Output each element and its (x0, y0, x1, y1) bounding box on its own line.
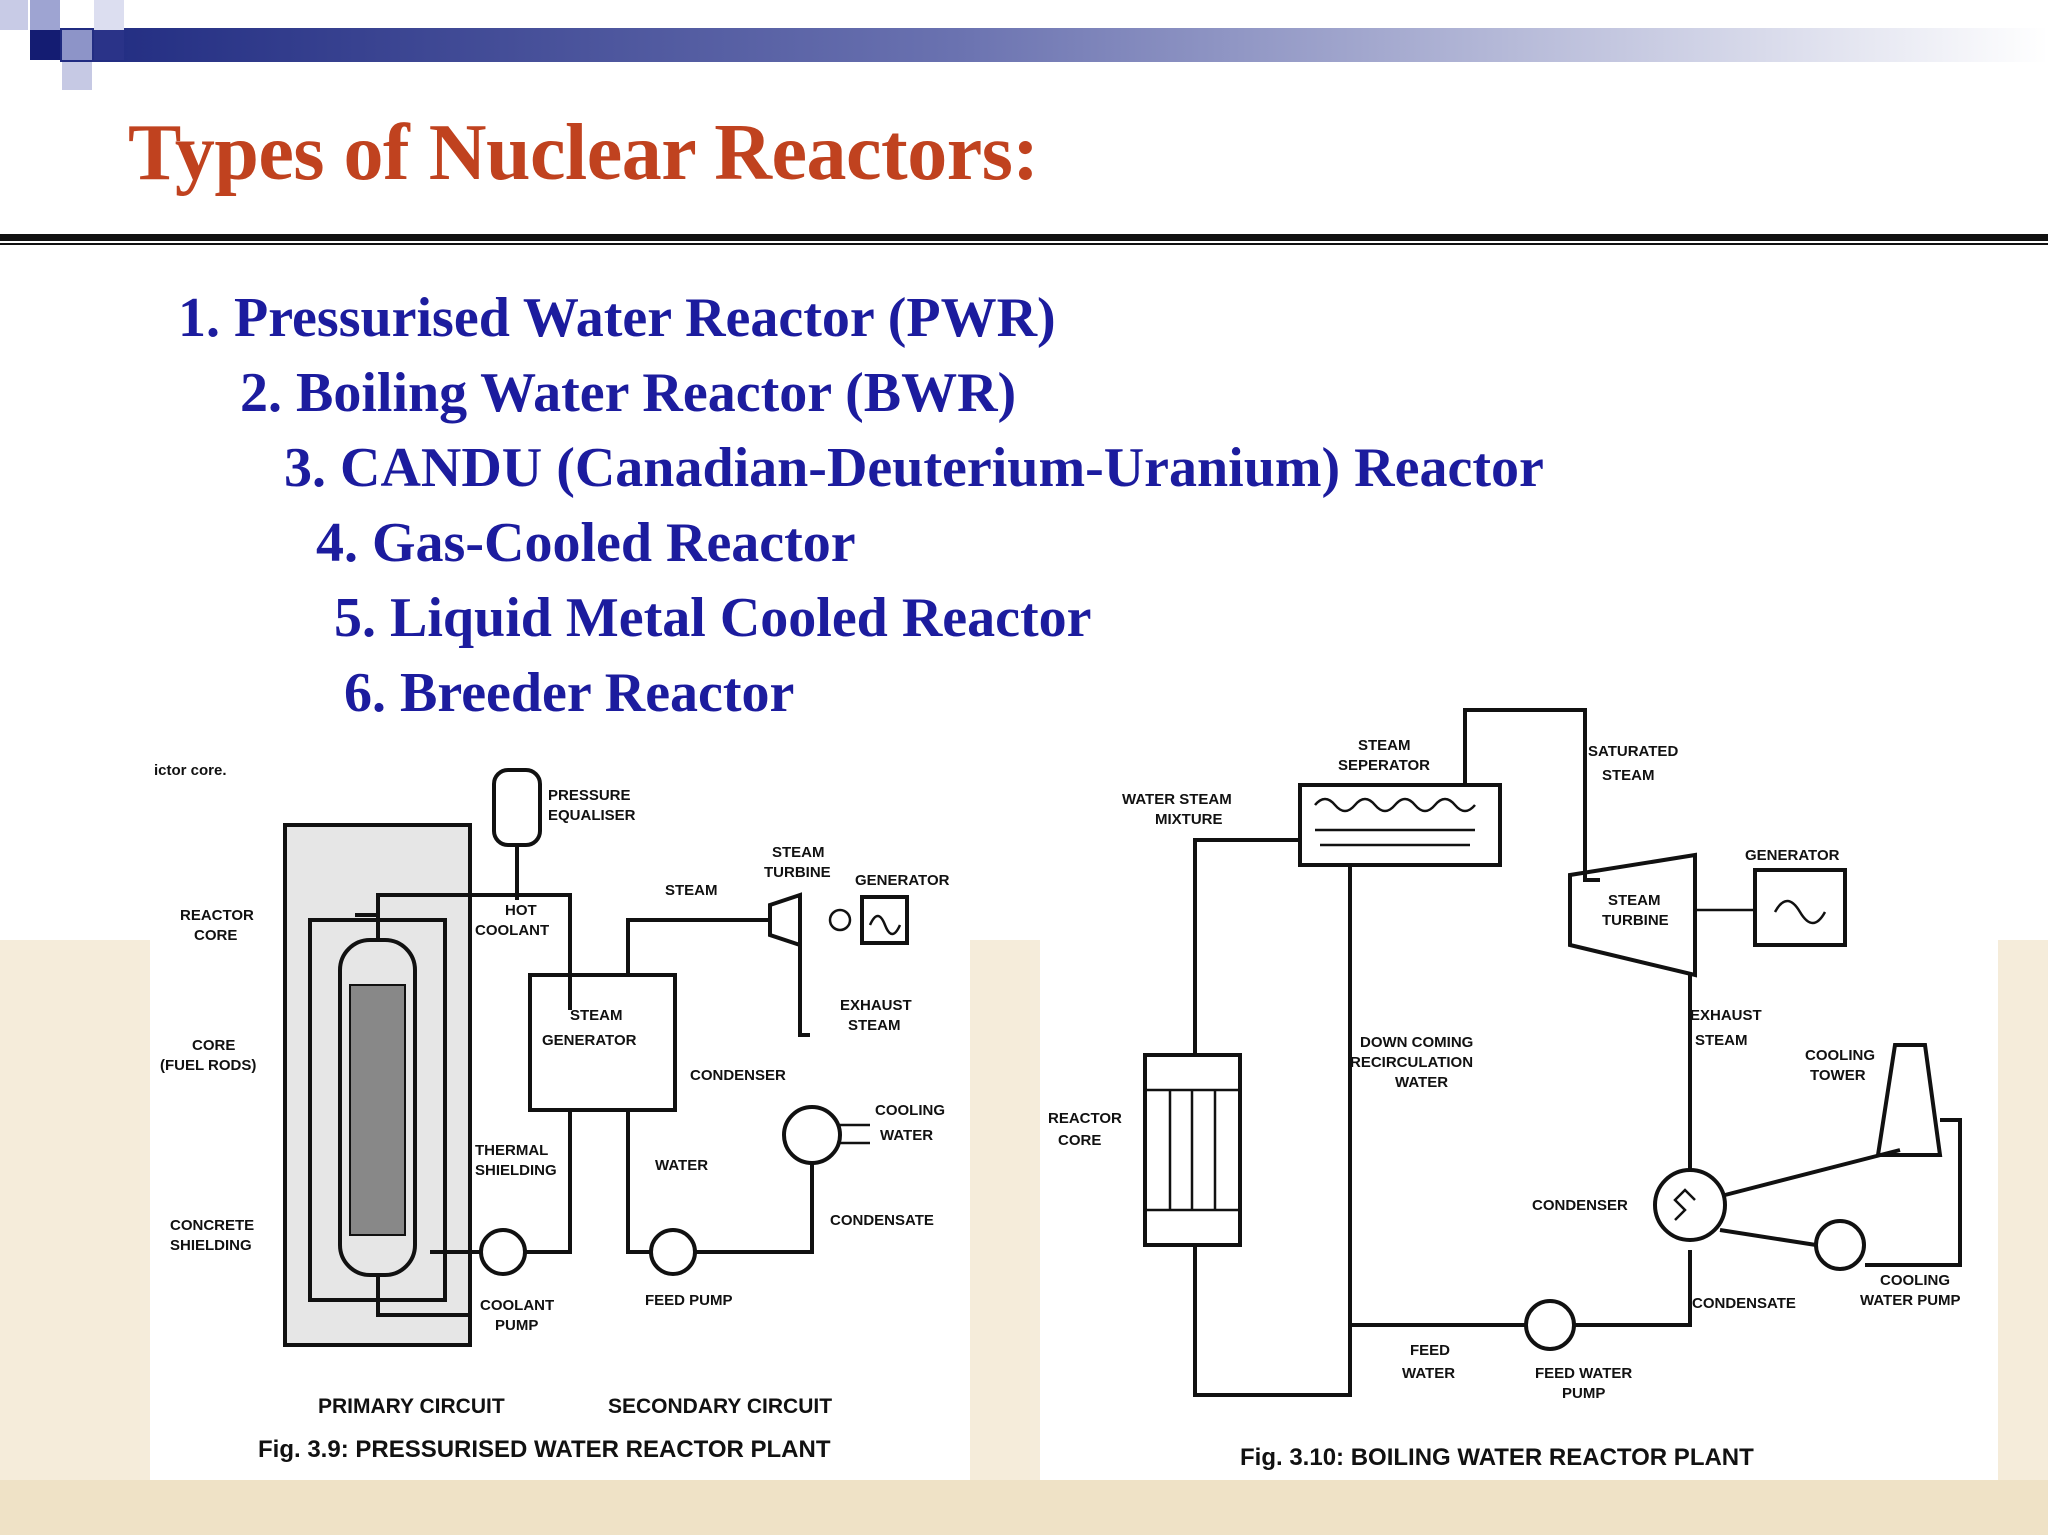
saturated-label: SATURATED (1588, 743, 1678, 760)
thermal-label: SHIELDING (475, 1162, 557, 1179)
list-item: 1. Pressurised Water Reactor (PWR) (178, 287, 1056, 349)
turbine-label: STEAM (772, 844, 825, 861)
core-label: CORE (192, 1037, 235, 1054)
fragment-text: ictor core. (154, 762, 227, 779)
generator-label: GENERATOR (855, 872, 950, 889)
feed-water-label: WATER (1402, 1365, 1455, 1382)
secondary-circuit-label: SECONDARY CIRCUIT (608, 1395, 832, 1418)
steam-generator-label: STEAM (570, 1007, 623, 1024)
background-bottom-band (0, 1480, 2048, 1535)
cooling-water-label: WATER (880, 1127, 933, 1144)
coolant-pump-label: PUMP (495, 1317, 538, 1334)
primary-circuit-label: PRIMARY CIRCUIT (318, 1395, 505, 1418)
cooling-water-label: COOLING (875, 1102, 945, 1119)
list-item: 5. Liquid Metal Cooled Reactor (334, 587, 1092, 649)
pwr-diagram: ictor core. PRESSURE EQUALISER REACTOR C… (150, 745, 970, 1480)
slide-title: Types of Nuclear Reactors: (128, 109, 1039, 197)
list-item: 2. Boiling Water Reactor (BWR) (240, 362, 1017, 424)
hot-coolant-label: COOLANT (475, 922, 549, 939)
water-label: WATER (655, 1157, 708, 1174)
exhaust-label: EXHAUST (1690, 1007, 1762, 1024)
condenser-label: CONDENSER (690, 1067, 786, 1084)
feed-pump-label: PUMP (1562, 1385, 1605, 1402)
hot-coolant-label: HOT (505, 902, 537, 919)
pressure-label: PRESSURE (548, 787, 631, 804)
water-steam-label: MIXTURE (1155, 811, 1223, 828)
cooling-pump-label: COOLING (1880, 1272, 1950, 1289)
title-rule-thin (0, 243, 2048, 245)
steam-label: STEAM (665, 882, 718, 899)
condenser-label: CONDENSER (1532, 1197, 1628, 1214)
feed-water-label: FEED (1410, 1342, 1450, 1359)
down-coming-label: DOWN COMING (1360, 1034, 1473, 1051)
condensate-label: CONDENSATE (1692, 1295, 1796, 1312)
down-coming-label: RECIRCULATION (1350, 1054, 1473, 1071)
separator-label: STEAM (1358, 737, 1411, 754)
reactor-core-label: REACTOR (180, 907, 254, 924)
turbine-label: TURBINE (764, 864, 831, 881)
title-rule (0, 234, 2048, 241)
thermal-label: THERMAL (475, 1142, 548, 1159)
core-label: (FUEL RODS) (160, 1057, 256, 1074)
reactor-core-label: CORE (1058, 1132, 1101, 1149)
steam-generator-label: GENERATOR (542, 1032, 637, 1049)
cooling-tower-label: COOLING (1805, 1047, 1875, 1064)
saturated-label: STEAM (1602, 767, 1655, 784)
reactor-core-label: REACTOR (1048, 1110, 1122, 1127)
reactor-core-label: CORE (194, 927, 237, 944)
header-banner (0, 0, 2048, 90)
exhaust-label: STEAM (848, 1017, 901, 1034)
bwr-diagram: STEAM SEPERATOR SATURATED STEAM WATER ST… (1040, 690, 1998, 1480)
bwr-caption: Fig. 3.10: BOILING WATER REACTOR PLANT (1240, 1444, 1754, 1471)
turbine-label: TURBINE (1602, 912, 1669, 929)
coolant-pump-label: COOLANT (480, 1297, 554, 1314)
separator-label: SEPERATOR (1338, 757, 1430, 774)
concrete-label: SHIELDING (170, 1237, 252, 1254)
list-item: 3. CANDU (Canadian-Deuterium-Uranium) Re… (284, 437, 1544, 499)
down-coming-label: WATER (1395, 1074, 1448, 1091)
feed-pump-label: FEED PUMP (645, 1292, 733, 1309)
turbine-label: STEAM (1608, 892, 1661, 909)
pressure-label: EQUALISER (548, 807, 636, 824)
pwr-caption: Fig. 3.9: PRESSURISED WATER REACTOR PLAN… (258, 1436, 831, 1463)
exhaust-label: EXHAUST (840, 997, 912, 1014)
feed-pump-label: FEED WATER (1535, 1365, 1632, 1382)
list-item: 4. Gas-Cooled Reactor (316, 512, 856, 574)
exhaust-label: STEAM (1695, 1032, 1748, 1049)
concrete-label: CONCRETE (170, 1217, 254, 1234)
generator-label: GENERATOR (1745, 847, 1840, 864)
water-steam-label: WATER STEAM (1122, 791, 1232, 808)
condensate-label: CONDENSATE (830, 1212, 934, 1229)
cooling-tower-label: TOWER (1810, 1067, 1866, 1084)
list-item: 6. Breeder Reactor (344, 662, 795, 724)
cooling-pump-label: WATER PUMP (1860, 1292, 1961, 1309)
